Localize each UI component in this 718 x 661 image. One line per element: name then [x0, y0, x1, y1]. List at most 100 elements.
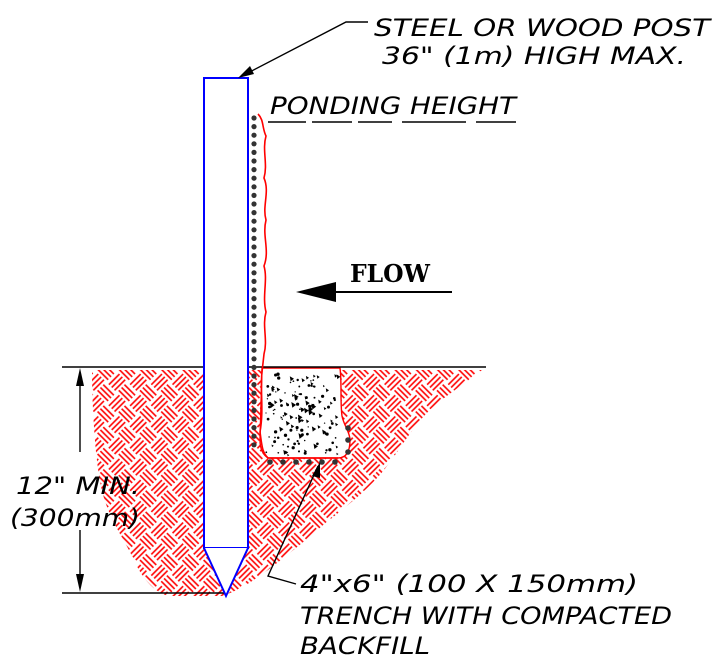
- aggregate-speck: [301, 418, 304, 423]
- fabric-dot: [345, 425, 351, 431]
- aggregate-speck: [287, 453, 290, 457]
- aggregate-speck: [290, 424, 295, 429]
- fabric-dot: [251, 321, 257, 327]
- aggregate-speck: [310, 380, 312, 382]
- fence-fabric-dots: [251, 115, 351, 465]
- fabric-dot: [251, 132, 257, 138]
- aggregate-speck: [283, 433, 288, 437]
- aggregate-speck: [330, 419, 333, 423]
- aggregate-speck: [276, 436, 280, 439]
- aggregate-speck: [327, 405, 330, 409]
- aggregate-speck: [298, 393, 301, 395]
- aggregate-speck: [274, 400, 278, 405]
- flow-arrow: [296, 282, 452, 302]
- aggregate-speck: [296, 440, 299, 443]
- aggregate-speck: [292, 380, 295, 383]
- aggregate-speck: [273, 430, 278, 434]
- fabric-dot: [251, 313, 257, 319]
- aggregate-speck: [278, 376, 281, 380]
- fabric-dot: [251, 442, 257, 448]
- fabric-dot: [251, 235, 257, 241]
- aggregate-speck: [318, 413, 323, 418]
- aggregate-speck: [279, 398, 284, 403]
- aggregate-speck: [268, 405, 271, 409]
- aggregate-speck: [334, 374, 338, 378]
- aggregate-speck: [318, 399, 322, 404]
- aggregate-speck: [266, 398, 269, 400]
- fabric-dot: [251, 270, 257, 276]
- aggregate-speck: [312, 385, 315, 388]
- fabric-dot: [251, 356, 257, 362]
- post-label-line2: 36" (1m) HIGH MAX.: [382, 42, 686, 70]
- fabric-dot: [251, 253, 257, 259]
- aggregate-speck: [311, 403, 317, 410]
- aggregate-speck: [280, 416, 283, 419]
- aggregate-speck: [289, 381, 292, 384]
- aggregate-speck: [295, 417, 298, 419]
- fabric-dot: [251, 167, 257, 173]
- fabric-dot: [251, 149, 257, 155]
- aggregate-speck: [281, 418, 284, 420]
- aggregate-speck: [311, 426, 317, 432]
- trench-leader: [267, 462, 320, 585]
- fabric-dot: [251, 278, 257, 284]
- aggregate-speck: [304, 407, 309, 414]
- aggregate-speck: [297, 442, 300, 444]
- ponding-height-label: PONDING HEIGHT: [270, 92, 519, 120]
- aggregate-speck: [282, 414, 285, 417]
- aggregate-speck: [274, 373, 278, 377]
- fabric-dot: [251, 407, 257, 413]
- aggregate-speck: [265, 451, 268, 454]
- aggregate-speck: [297, 450, 301, 453]
- aggregate-speck: [268, 393, 272, 396]
- aggregate-speck: [324, 451, 327, 454]
- fabric-dot: [251, 227, 257, 233]
- aggregate-speck: [300, 433, 304, 437]
- aggregate-speck: [325, 388, 329, 393]
- fabric-dot: [306, 459, 312, 465]
- fabric-dot: [293, 459, 299, 465]
- aggregate-speck: [324, 432, 328, 436]
- filter-fabric-line: [257, 113, 338, 459]
- fabric-dot: [267, 459, 273, 465]
- aggregate-speck: [296, 402, 300, 406]
- fabric-dot: [251, 141, 257, 147]
- aggregate-speck: [305, 375, 309, 380]
- aggregate-speck: [305, 400, 310, 406]
- aggregate-speck: [328, 426, 332, 430]
- aggregate-speck: [329, 401, 333, 405]
- fabric-dot: [251, 330, 257, 336]
- aggregate-speck: [330, 422, 334, 425]
- aggregate-speck: [313, 396, 316, 399]
- aggregate-speck: [296, 378, 299, 382]
- aggregate-speck: [271, 444, 274, 448]
- aggregate-speck: [289, 428, 293, 432]
- aggregate-speck: [334, 437, 337, 439]
- aggregate-specks: [265, 372, 341, 457]
- aggregate-speck: [294, 391, 296, 393]
- depth-label-line1: 12" MIN.: [16, 472, 140, 500]
- aggregate-speck: [317, 425, 321, 429]
- aggregate-speck: [331, 441, 335, 445]
- aggregate-speck: [272, 390, 274, 392]
- aggregate-speck: [300, 428, 304, 432]
- aggregate-speck: [279, 426, 284, 432]
- aggregate-speck: [313, 443, 318, 449]
- aggregate-speck: [312, 379, 315, 381]
- fabric-dot: [332, 459, 338, 465]
- aggregate-speck: [301, 378, 305, 383]
- aggregate-speck: [266, 385, 270, 388]
- aggregate-speck: [268, 436, 270, 438]
- aggregate-speck: [332, 396, 336, 400]
- trench-label-line2: TRENCH WITH COMPACTED: [300, 602, 672, 630]
- fabric-dot: [251, 175, 257, 181]
- aggregate-speck: [287, 438, 290, 441]
- fabric-dot: [251, 390, 257, 396]
- aggregate-speck: [283, 449, 288, 455]
- fabric-dot: [251, 399, 257, 405]
- trench-backfill: [259, 367, 351, 459]
- aggregate-speck: [335, 415, 339, 419]
- fabric-dot: [251, 244, 257, 250]
- aggregate-speck: [271, 386, 275, 392]
